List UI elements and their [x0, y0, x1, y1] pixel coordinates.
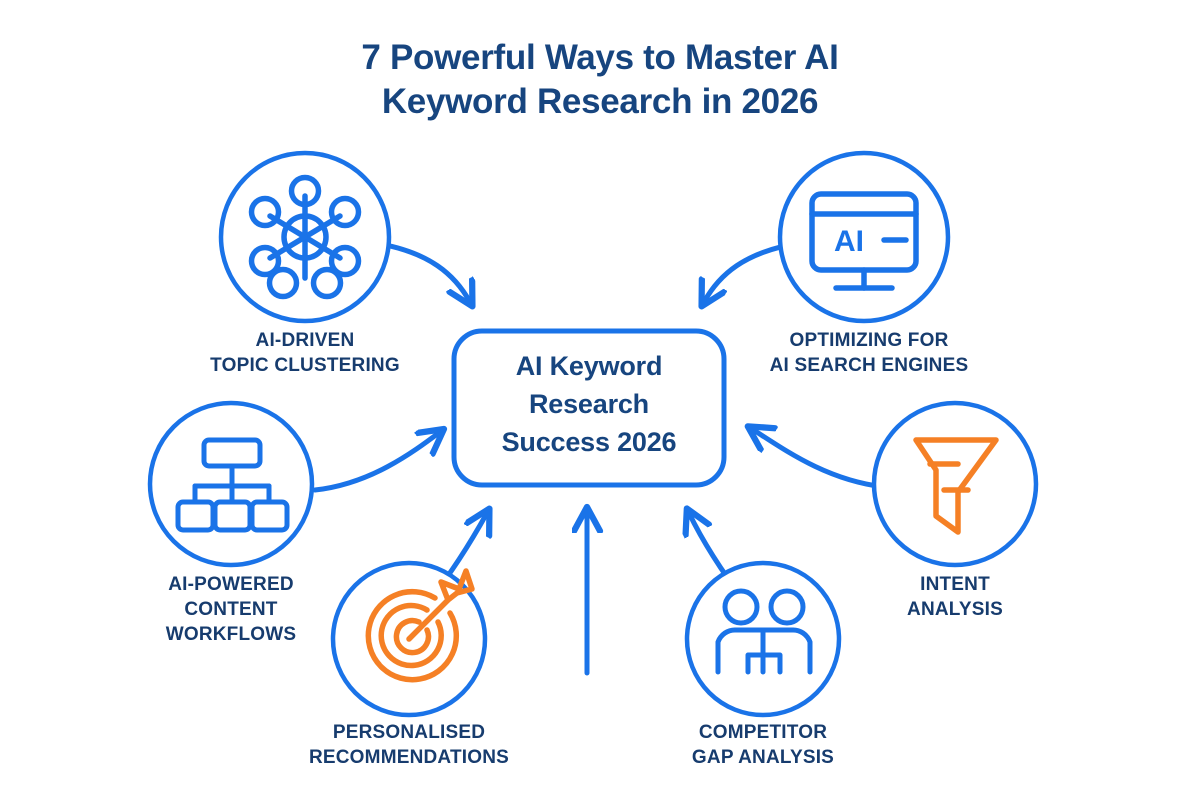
arrow-intent-analysis-to-center [752, 429, 887, 490]
target-dart-icon [365, 568, 475, 683]
two-people-icon [715, 588, 813, 675]
node-circle-intent-analysis [871, 400, 1039, 568]
arrow-topic-clustering-to-center [372, 240, 470, 302]
network-cluster-icon [248, 174, 362, 300]
funnel-filter-icon [913, 437, 999, 535]
node-circle-optimizing-for-ai-search-engines [777, 150, 951, 324]
ai-monitor-icon-text: AI [834, 225, 864, 258]
center-node-box [451, 328, 727, 488]
arrow-content-workflows-to-center [312, 432, 440, 493]
hierarchy-flowchart-icon [175, 437, 290, 533]
ai-monitor-icon: AI [809, 191, 919, 291]
